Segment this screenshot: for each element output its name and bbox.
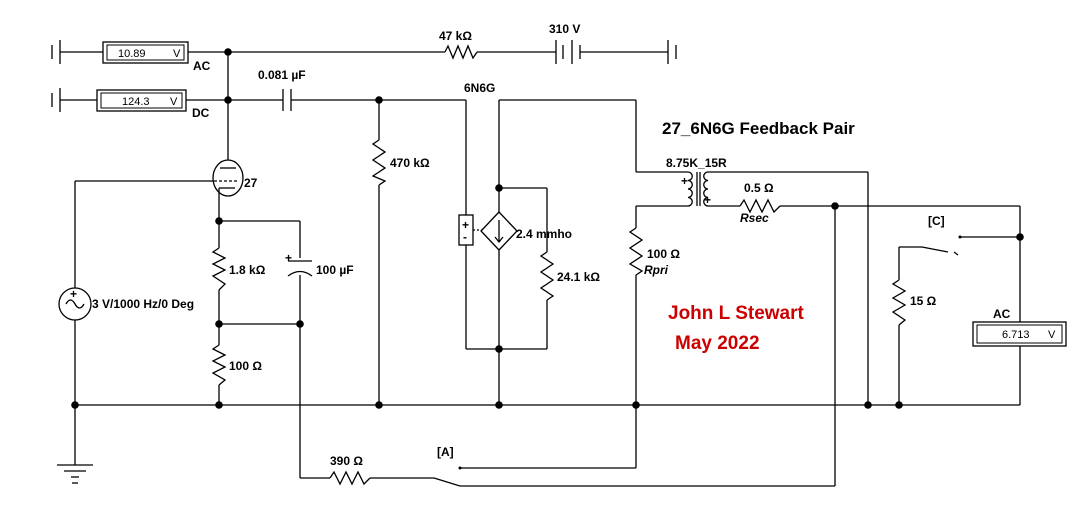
resistor-15r	[891, 279, 907, 326]
author-name: John L Stewart	[668, 303, 805, 324]
meter-ac-top-mode: AC	[193, 59, 211, 73]
meter-ac-top-value: 10.89	[118, 48, 146, 60]
meter-ac-out-value: 6.713	[1002, 329, 1030, 341]
label-rpri-name: Rpri	[644, 263, 669, 277]
meter-dc-value: 124.3	[122, 96, 150, 108]
label-r-feedback: 390 Ω	[330, 454, 363, 468]
output-transformer: + +	[681, 171, 711, 207]
resistor-47k	[444, 44, 478, 60]
svg-text:+: +	[285, 251, 292, 265]
label-r-load: 15 Ω	[910, 294, 937, 308]
voltmeter-dc: 124.3 V DC	[96, 89, 210, 120]
label-c-bypass: 100 µF	[316, 263, 354, 277]
label-rsec-name: Rsec	[740, 211, 769, 225]
capacitor-coupling	[282, 89, 292, 111]
ground-symbol-bottom	[57, 464, 93, 484]
label-r-grid: 470 kΩ	[390, 156, 430, 170]
label-gm-source: 2.4 mmho	[516, 227, 572, 241]
wires	[74, 51, 1021, 487]
meter-ac-out-mode: AC	[993, 307, 1011, 321]
resistor-1k8	[211, 247, 227, 291]
svg-text:+: +	[462, 218, 469, 232]
label-tube-in: 27	[244, 176, 258, 190]
label-r-plate: 47 kΩ	[439, 29, 472, 43]
label-r-plate-internal: 24.1 kΩ	[557, 270, 600, 284]
label-supply: 310 V	[549, 22, 580, 36]
label-rsec-value: 0.5 Ω	[744, 181, 774, 195]
meter-ac-out-unit: V	[1048, 329, 1056, 341]
ground-symbol-top-right	[667, 40, 677, 64]
battery-310v	[555, 40, 581, 64]
voltmeter-ac-top: 10.89 V AC	[102, 41, 211, 73]
resistor-24k1	[539, 251, 555, 301]
junction-dots	[71, 48, 1024, 409]
resistor-rpri	[628, 227, 644, 276]
controlled-current-source	[480, 211, 518, 251]
author-date: May 2022	[675, 333, 760, 354]
label-transformer: 8.75K_15R	[666, 156, 727, 170]
controlled-voltage-sense: + -	[458, 214, 484, 246]
resistor-rsec	[739, 198, 781, 214]
meter-dc-unit: V	[170, 96, 178, 108]
labels: 47 kΩ 310 V 0.081 µF 6N6G 27 470 kΩ 8.75…	[92, 22, 945, 468]
capacitor-bypass: +	[285, 251, 313, 277]
resistor-100r-cathode	[211, 344, 227, 386]
label-tube-out: 6N6G	[464, 81, 495, 95]
resistor-390r	[329, 470, 371, 486]
svg-text:+: +	[704, 193, 711, 207]
meter-dc-mode: DC	[192, 106, 210, 120]
meter-ac-top-unit: V	[173, 48, 181, 60]
ac-voltage-source: +	[58, 287, 92, 321]
label-rpri-value: 100 Ω	[647, 247, 680, 261]
label-r-cathode1: 1.8 kΩ	[229, 263, 266, 277]
resistor-470k	[371, 139, 387, 186]
schematic-title: 27_6N6G Feedback Pair	[662, 119, 855, 138]
switch-a	[433, 466, 462, 487]
ground-symbol-top-left	[51, 40, 103, 64]
svg-text:-: -	[463, 230, 467, 244]
label-source: 3 V/1000 Hz/0 Deg	[92, 297, 194, 311]
switch-c	[921, 235, 962, 256]
ground-symbol-mid-left	[51, 88, 97, 112]
svg-text:+: +	[70, 287, 77, 301]
svg-text:+: +	[681, 174, 688, 188]
label-coupling-cap: 0.081 µF	[258, 68, 306, 82]
label-switch-c: [C]	[928, 214, 945, 228]
triode-tube-27	[212, 159, 244, 197]
label-r-cathode2: 100 Ω	[229, 359, 262, 373]
voltmeter-ac-out: 6.713 V AC	[972, 307, 1067, 347]
label-switch-a: [A]	[437, 445, 454, 459]
